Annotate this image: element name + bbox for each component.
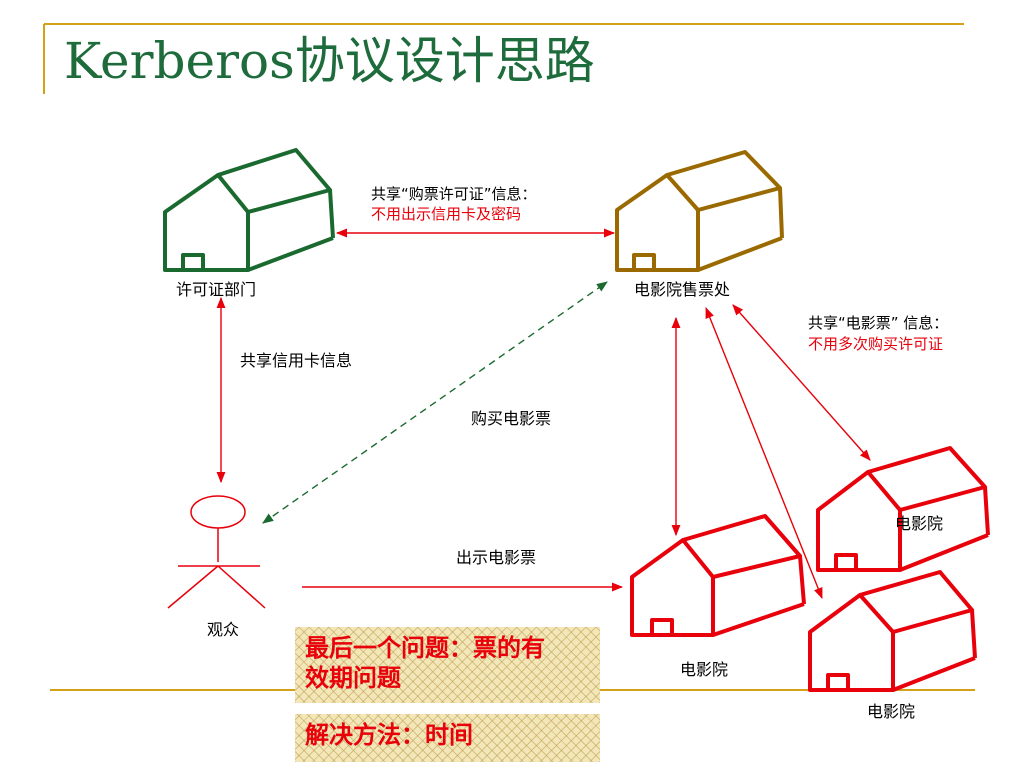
cinema-house-2 [816,446,990,572]
arrow-office-cinema-3 [705,306,823,600]
ticket-office-house [615,150,784,272]
cinema-label-2: 电影院 [895,514,944,533]
share-ticket-label: 共享“电影票” 信息： [808,314,949,332]
cinema-house-3 [808,570,977,692]
solution-callout: 解决方法：时间 [295,714,600,762]
show-ticket-label: 出示电影票 [456,548,537,567]
title-bracket [43,23,964,94]
arrow-buy-ticket [262,281,608,524]
ticket-office-label: 电影院售票处 [634,280,731,299]
question-callout: 最后一个问题：票的有效期问题 [295,627,600,703]
permit-department-house [163,148,335,272]
cinema-label-1: 电影院 [680,660,729,679]
page-title: Kerberos协议设计思路 [64,32,595,90]
permit-department-label: 许可证部门 [176,280,257,299]
buy-ticket-label: 购买电影票 [471,409,552,428]
share-ticket-note: 不用多次购买许可证 [808,335,944,353]
cinema-label-3: 电影院 [867,702,916,721]
share-permit-note: 不用出示信用卡及密码 [371,205,522,223]
share-permit-label: 共享“购票许可证”信息： [371,185,537,203]
audience-label: 观众 [207,620,240,639]
share-card-label: 共享信用卡信息 [240,351,353,370]
audience-stick-figure [167,495,266,609]
question-callout-text: 最后一个问题：票的有效期问题 [305,634,545,692]
cinema-house-1 [630,514,806,637]
